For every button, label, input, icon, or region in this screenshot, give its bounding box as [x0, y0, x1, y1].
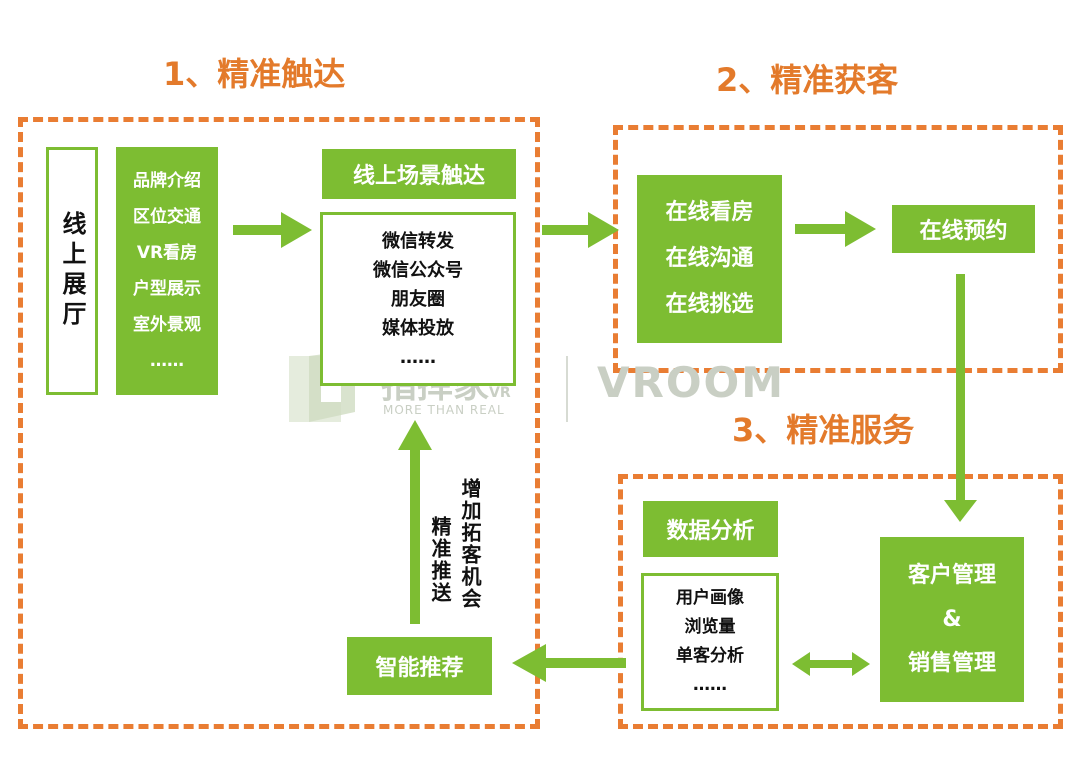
- sales-mgmt-label: 销售管理: [907, 650, 996, 676]
- list-item: 单客分析: [676, 646, 744, 666]
- arrow-up-icon: [398, 420, 432, 624]
- section-title-acquire: 2、精准获客: [716, 61, 899, 99]
- scene-reach-label: 线上场景触达: [322, 149, 516, 199]
- watermark-brand-en: VROOM: [597, 358, 786, 407]
- list-item: 在线看房: [665, 200, 754, 225]
- section-title-reach: 1、精准触达: [163, 55, 346, 93]
- precise-push-label: 精准推送: [428, 516, 452, 604]
- hall-items-box: 品牌介绍 区位交通 VR看房 户型展示 室外景观 ……: [116, 147, 218, 395]
- list-item: 室外景观: [133, 315, 201, 335]
- list-item: 微信转发: [382, 230, 454, 252]
- online-hall-box: 线上展厅: [46, 147, 98, 395]
- smart-recommend-box: 智能推荐: [347, 637, 492, 695]
- list-item: 微信公众号: [373, 259, 463, 281]
- data-analysis-label: 数据分析: [643, 501, 778, 557]
- list-item: 朋友圈: [391, 288, 445, 310]
- section-title-service: 3、精准服务: [732, 411, 915, 449]
- acquire-frame: [613, 125, 1063, 373]
- reach-frame: [18, 117, 540, 729]
- service-frame: [618, 474, 1063, 729]
- list-item: 用户画像: [676, 588, 744, 608]
- scene-reach-box: 微信转发 微信公众号 朋友圈 媒体投放 ……: [320, 212, 516, 386]
- arrow-right-icon: [542, 212, 619, 248]
- list-item: ……: [693, 675, 727, 695]
- arrow-right-icon: [795, 211, 876, 247]
- arrow-right-icon: [233, 212, 312, 248]
- list-item: 品牌介绍: [133, 171, 201, 191]
- ampersand-label: &: [942, 606, 962, 632]
- watermark-tagline: MORE THAN REAL: [383, 403, 505, 417]
- list-item: 在线挑选: [665, 292, 754, 317]
- scene-reach-list: 微信转发 微信公众号 朋友圈 媒体投放 ……: [373, 227, 463, 372]
- data-analysis-list: 用户画像 浏览量 单客分析 ……: [676, 584, 744, 700]
- list-item: VR看房: [136, 243, 198, 263]
- customer-mgmt-label: 客户管理: [907, 562, 996, 588]
- customer-sales-mgmt-box: 客户管理 & 销售管理: [880, 537, 1024, 702]
- customer-sales-mgmt-list: 客户管理 & 销售管理: [908, 554, 996, 686]
- watermark-brand-sup: VR: [489, 385, 511, 401]
- arrow-left-icon: [512, 644, 626, 682]
- online-booking-box: 在线预约: [892, 205, 1035, 253]
- watermark-divider: [566, 356, 568, 422]
- list-item: 区位交通: [133, 207, 201, 227]
- arrow-double-icon: [792, 652, 870, 676]
- list-item: 在线沟通: [665, 246, 754, 271]
- list-item: ……: [400, 346, 436, 368]
- data-analysis-box: 用户画像 浏览量 单客分析 ……: [641, 573, 779, 711]
- list-item: 媒体投放: [382, 317, 454, 339]
- more-opportunities-label: 增加拓客机会: [458, 478, 482, 610]
- online-actions-list: 在线看房 在线沟通 在线挑选: [665, 190, 753, 328]
- list-item: 浏览量: [684, 617, 736, 637]
- arrow-down-icon: [944, 274, 977, 522]
- list-item: ……: [150, 351, 184, 371]
- list-item: 户型展示: [133, 279, 201, 299]
- online-hall-label: 线上展厅: [58, 211, 86, 331]
- hall-items-list: 品牌介绍 区位交通 VR看房 户型展示 室外景观 ……: [133, 163, 201, 379]
- online-actions-box: 在线看房 在线沟通 在线挑选: [637, 175, 782, 343]
